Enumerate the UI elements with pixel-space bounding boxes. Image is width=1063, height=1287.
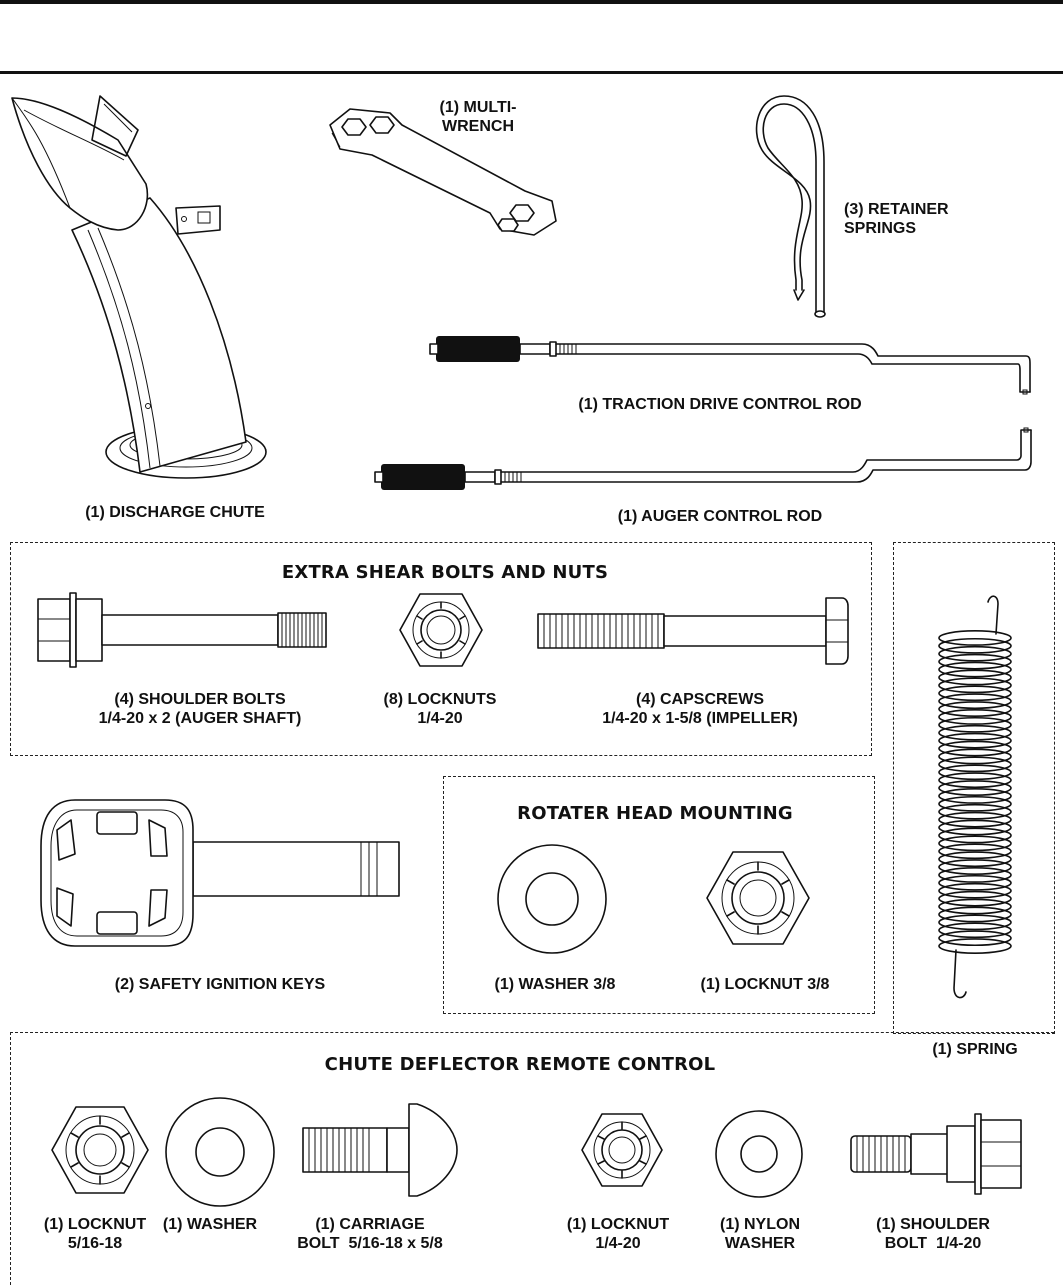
multi-wrench-label: (1) MULTI- WRENCH xyxy=(439,99,517,135)
spring-label: (1) SPRING xyxy=(932,1041,1018,1058)
shear-bolts-heading: EXTRA SHEAR BOLTS AND NUTS xyxy=(281,562,609,583)
discharge-chute-illustration xyxy=(0,80,300,500)
traction-drive-rod-illustration xyxy=(420,330,1040,405)
auger-control-rod-label: (1) AUGER CONTROL ROD xyxy=(617,508,823,525)
spring-coil xyxy=(938,819,1012,836)
spring-coil xyxy=(938,772,1012,789)
spring-coil xyxy=(938,906,1012,923)
shoulder-bolts-label: (4) SHOULDER BOLTS 1/4-20 x 2 (AUGER SHA… xyxy=(98,691,302,727)
spring-coil xyxy=(938,898,1012,915)
spring-coil xyxy=(938,661,1012,678)
locknut-1-4-deflector-label: (1) LOCKNUT 1/4-20 xyxy=(566,1216,670,1252)
spring-coil xyxy=(938,843,1012,860)
spring-coil xyxy=(938,732,1012,749)
deflector-heading: CHUTE DEFLECTOR REMOTE CONTROL xyxy=(324,1054,716,1075)
locknuts-label: (8) LOCKNUTS 1/4-20 xyxy=(383,691,497,727)
washer-5-16-label: (1) WASHER xyxy=(162,1216,258,1233)
retainer-springs-illustration xyxy=(740,90,850,325)
shoulder-bolt-illustration xyxy=(30,585,330,675)
spring-coil xyxy=(938,724,1012,741)
header-rule xyxy=(0,71,1063,74)
locknut-3-8-illustration xyxy=(703,848,813,948)
washer-5-16-illustration xyxy=(163,1095,278,1210)
spring-coil xyxy=(938,701,1012,717)
spring-coil xyxy=(938,882,1012,899)
spring-coil xyxy=(938,914,1012,931)
top-rule xyxy=(0,0,1063,4)
spring-box xyxy=(893,542,1055,1034)
spring-coil xyxy=(938,780,1012,796)
retainer-springs-label: (3) RETAINER SPRINGS xyxy=(844,201,949,237)
nylon-washer-label: (1) NYLON WASHER xyxy=(720,1216,800,1252)
spring-coil xyxy=(938,874,1012,891)
locknut-3-8-label: (1) LOCKNUT 3/8 xyxy=(700,976,830,993)
spring-coil xyxy=(938,803,1012,820)
safety-key-illustration xyxy=(35,790,405,960)
spring-coil xyxy=(938,764,1012,781)
spring-coil xyxy=(938,677,1012,694)
rotater-head-heading: ROTATER HEAD MOUNTING xyxy=(517,803,793,824)
capscrew-illustration xyxy=(530,592,850,672)
spring-coil xyxy=(938,748,1012,765)
spring-coil xyxy=(938,851,1012,868)
spring-coil xyxy=(938,756,1012,773)
shear-bolts-box xyxy=(10,542,872,756)
spring-coil xyxy=(938,859,1012,875)
spring-coil xyxy=(938,788,1012,804)
spring-coil xyxy=(938,709,1012,725)
spring-coil xyxy=(938,795,1012,812)
traction-drive-rod-label: (1) TRACTION DRIVE CONTROL ROD xyxy=(578,396,862,413)
spring-coil xyxy=(938,811,1012,828)
spring-coil xyxy=(938,685,1012,702)
spring-coil xyxy=(938,669,1012,686)
spring-coil xyxy=(938,637,1012,654)
safety-keys-label: (2) SAFETY IGNITION KEYS xyxy=(114,976,326,993)
deflector-box xyxy=(10,1032,1054,1285)
rotater-head-box xyxy=(443,776,875,1014)
auger-control-rod-illustration xyxy=(365,420,1045,495)
carriage-bolt-label: (1) CARRIAGE BOLT 5/16-18 x 5/8 xyxy=(297,1216,443,1252)
spring-coil xyxy=(938,922,1012,939)
spring-coil xyxy=(938,890,1012,907)
spring-coil xyxy=(938,930,1012,947)
spring-coil xyxy=(938,938,1012,954)
capscrews-label: (4) CAPSCREWS 1/4-20 x 1-5/8 (IMPELLER) xyxy=(602,691,798,727)
shoulder-bolt-deflector-label: (1) SHOULDER BOLT 1/4-20 xyxy=(876,1216,990,1252)
locknut-5-16-illustration xyxy=(48,1103,153,1198)
locknut-1-4-illustration xyxy=(396,590,486,670)
spring-coil xyxy=(938,740,1012,757)
spring-coil xyxy=(938,630,1012,646)
extension-spring-illustration xyxy=(928,590,1018,1010)
multi-wrench-illustration xyxy=(320,95,570,245)
locknut-5-16-label: (1) LOCKNUT 5/16-18 xyxy=(43,1216,147,1252)
spring-coil xyxy=(938,645,1012,662)
carriage-bolt-illustration xyxy=(295,1100,470,1200)
nylon-washer-illustration xyxy=(713,1108,805,1200)
shoulder-bolt-deflector-illustration xyxy=(845,1108,1035,1200)
spring-coil xyxy=(938,693,1012,710)
locknut-1-4-small-illustration xyxy=(578,1110,666,1190)
washer-3-8-illustration xyxy=(495,842,610,957)
spring-coil xyxy=(938,827,1012,844)
spring-coil xyxy=(938,716,1012,733)
discharge-chute-label: (1) DISCHARGE CHUTE xyxy=(85,504,265,521)
spring-coil xyxy=(938,653,1012,670)
spring-coil xyxy=(938,835,1012,852)
washer-3-8-label: (1) WASHER 3/8 xyxy=(494,976,616,993)
spring-coil xyxy=(938,867,1012,883)
